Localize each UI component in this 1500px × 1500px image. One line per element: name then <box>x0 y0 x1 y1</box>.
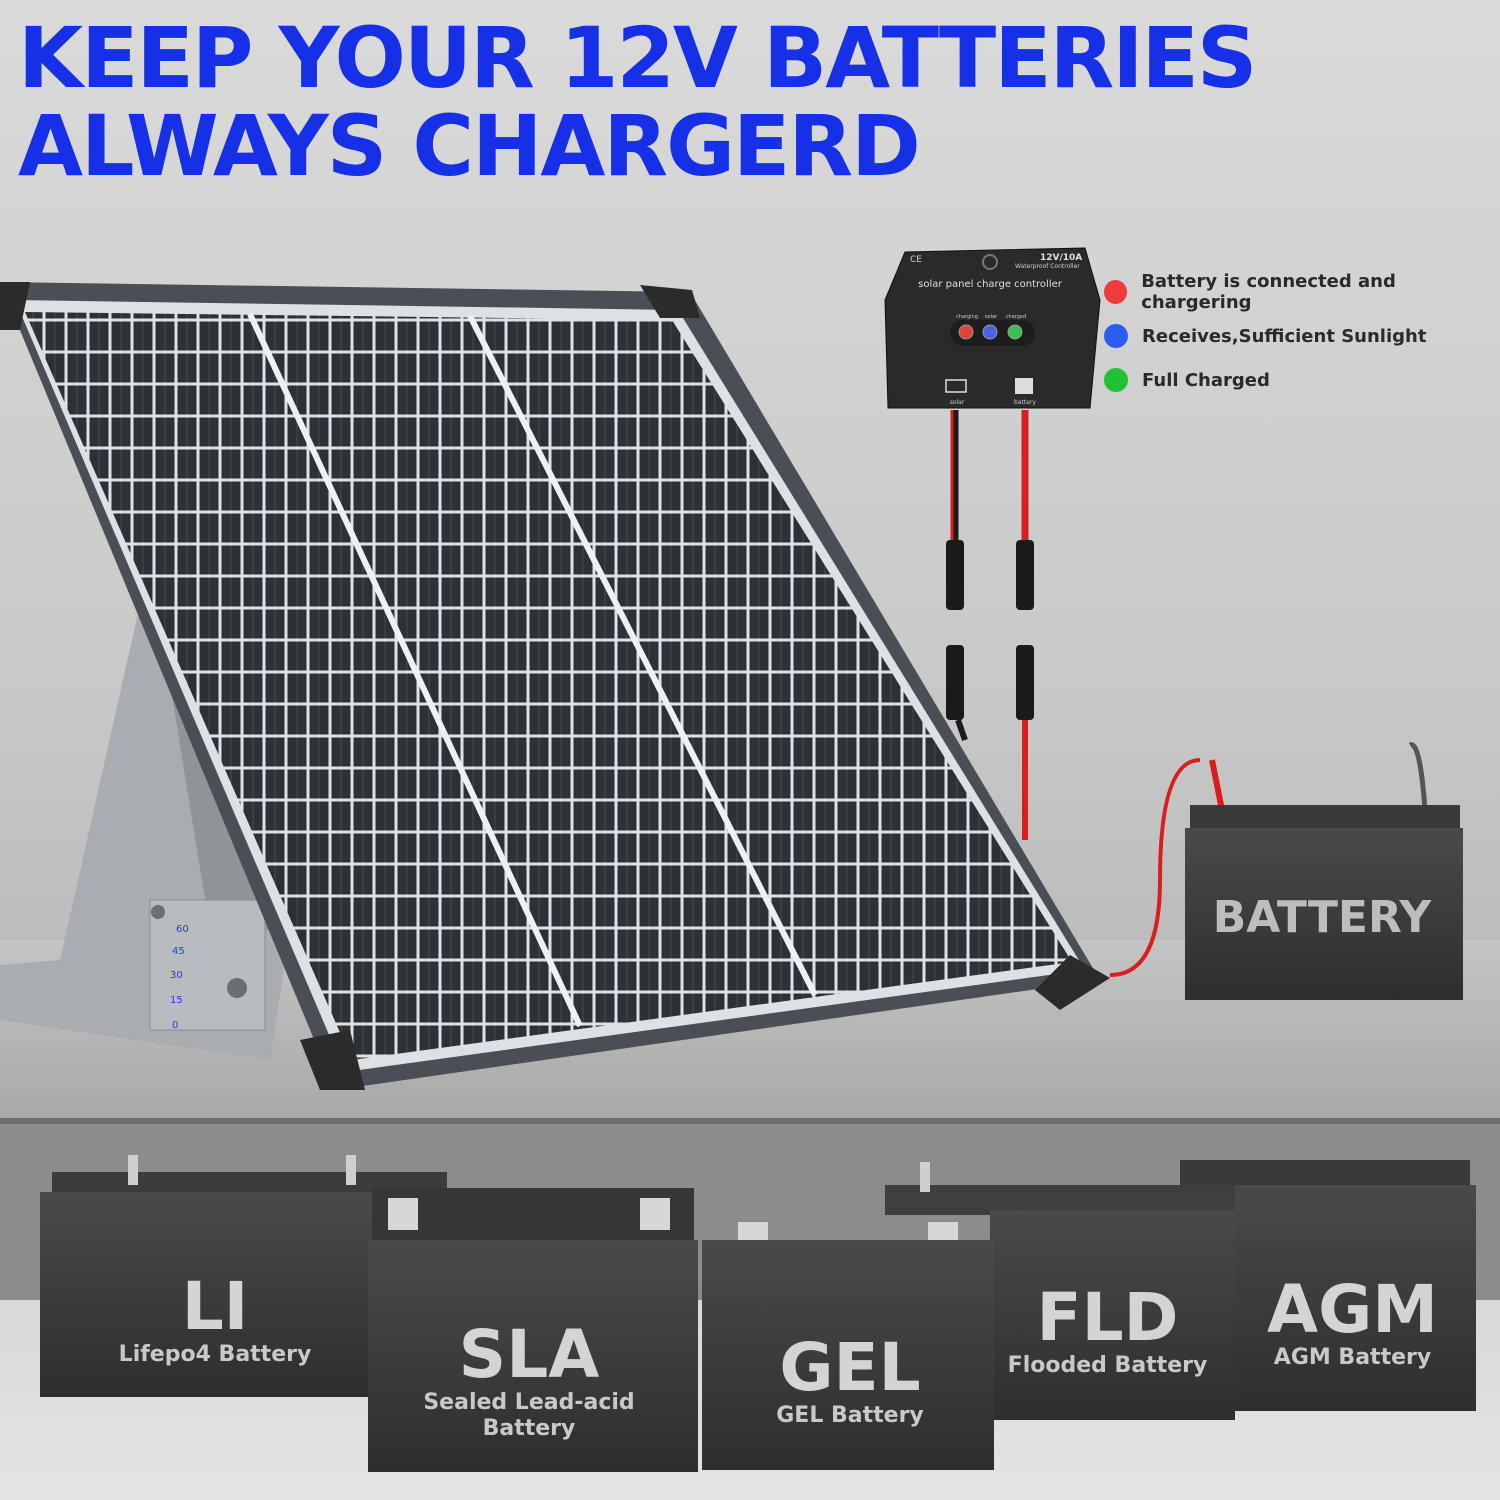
label-agm-code: AGM <box>1267 1271 1438 1348</box>
controller-title: solar panel charge controller <box>918 279 1063 290</box>
port-label-solar: solar <box>950 399 965 406</box>
solar-port-icon <box>945 379 967 393</box>
tilt-scale: 0 15 30 45 60 <box>170 924 189 1031</box>
tilt-mark-45: 45 <box>172 946 185 957</box>
label-fld: FLD Flooded Battery <box>1000 1283 1215 1379</box>
headline: KEEP YOUR 12V BATTERIES ALWAYS CHARGERD <box>18 9 1257 195</box>
legend-text-green: Full Charged <box>1142 369 1270 391</box>
led-label-charged: charged <box>1006 314 1026 320</box>
green-dot-icon <box>1104 368 1128 392</box>
label-fld-code: FLD <box>1036 1279 1179 1356</box>
label-sla-name: Sealed Lead-acid Battery <box>423 1390 635 1441</box>
label-fld-name: Flooded Battery <box>1007 1353 1208 1378</box>
charge-controller: CE 12V/10A Waterproof Controller solar p… <box>884 247 1101 409</box>
label-gel-code: GEL <box>779 1329 921 1406</box>
led-label-solar: solar <box>985 314 998 320</box>
tilt-mark-0: 0 <box>172 1020 178 1031</box>
label-agm-name: AGM Battery <box>1273 1345 1432 1370</box>
legend-row-green: Full Charged <box>1104 358 1500 402</box>
tilt-mark-60: 60 <box>176 924 189 935</box>
legend-row-red: Battery is connected and chargering <box>1104 270 1500 314</box>
controller-subtitle: Waterproof Controller <box>1015 263 1080 270</box>
led-legend: Battery is connected and chargering Rece… <box>1104 270 1500 402</box>
label-li: LI Lifepo4 Battery <box>110 1272 320 1368</box>
led-label-charging: charging <box>956 314 978 320</box>
battery-agm <box>1180 1160 1476 1411</box>
battery-sla <box>368 1188 698 1472</box>
label-sla: SLA Sealed Lead-acid Battery <box>405 1320 653 1442</box>
controller-rating: 12V/10A <box>1040 253 1082 263</box>
solar-panel <box>0 282 1110 1090</box>
label-gel-name: GEL Battery <box>776 1403 924 1428</box>
main-battery-label: BATTERY <box>1213 892 1433 943</box>
tilt-mark-30: 30 <box>170 970 183 981</box>
battery-lineup <box>40 1155 1476 1472</box>
legend-row-blue: Receives,Sufficient Sunlight <box>1104 314 1500 358</box>
port-label-battery: battery <box>1014 399 1036 406</box>
tilt-mark-15: 15 <box>170 995 183 1006</box>
controller-certs: CE <box>910 255 922 265</box>
blue-dot-icon <box>1104 324 1128 348</box>
led-charged <box>1007 324 1023 340</box>
label-li-name: Lifepo4 Battery <box>118 1342 312 1367</box>
label-li-code: LI <box>181 1268 249 1345</box>
cables <box>946 410 1428 977</box>
headline-line-1: KEEP YOUR 12V BATTERIES <box>18 9 1257 107</box>
battery-gel <box>702 1222 994 1470</box>
led-charging <box>958 324 974 340</box>
headline-line-2: ALWAYS CHARGERD <box>18 97 921 195</box>
legend-text-blue: Receives,Sufficient Sunlight <box>1142 325 1427 347</box>
legend-text-red: Battery is connected and chargering <box>1141 271 1396 313</box>
label-gel: GEL GEL Battery <box>730 1333 970 1429</box>
battery-port-icon <box>1015 378 1033 394</box>
battery-fld <box>885 1162 1235 1420</box>
red-dot-icon <box>1104 280 1128 304</box>
led-solar <box>982 324 998 340</box>
label-agm: AGM AGM Battery <box>1250 1275 1455 1371</box>
label-sla-code: SLA <box>458 1316 600 1393</box>
main-battery: BATTERY <box>1185 805 1463 1000</box>
